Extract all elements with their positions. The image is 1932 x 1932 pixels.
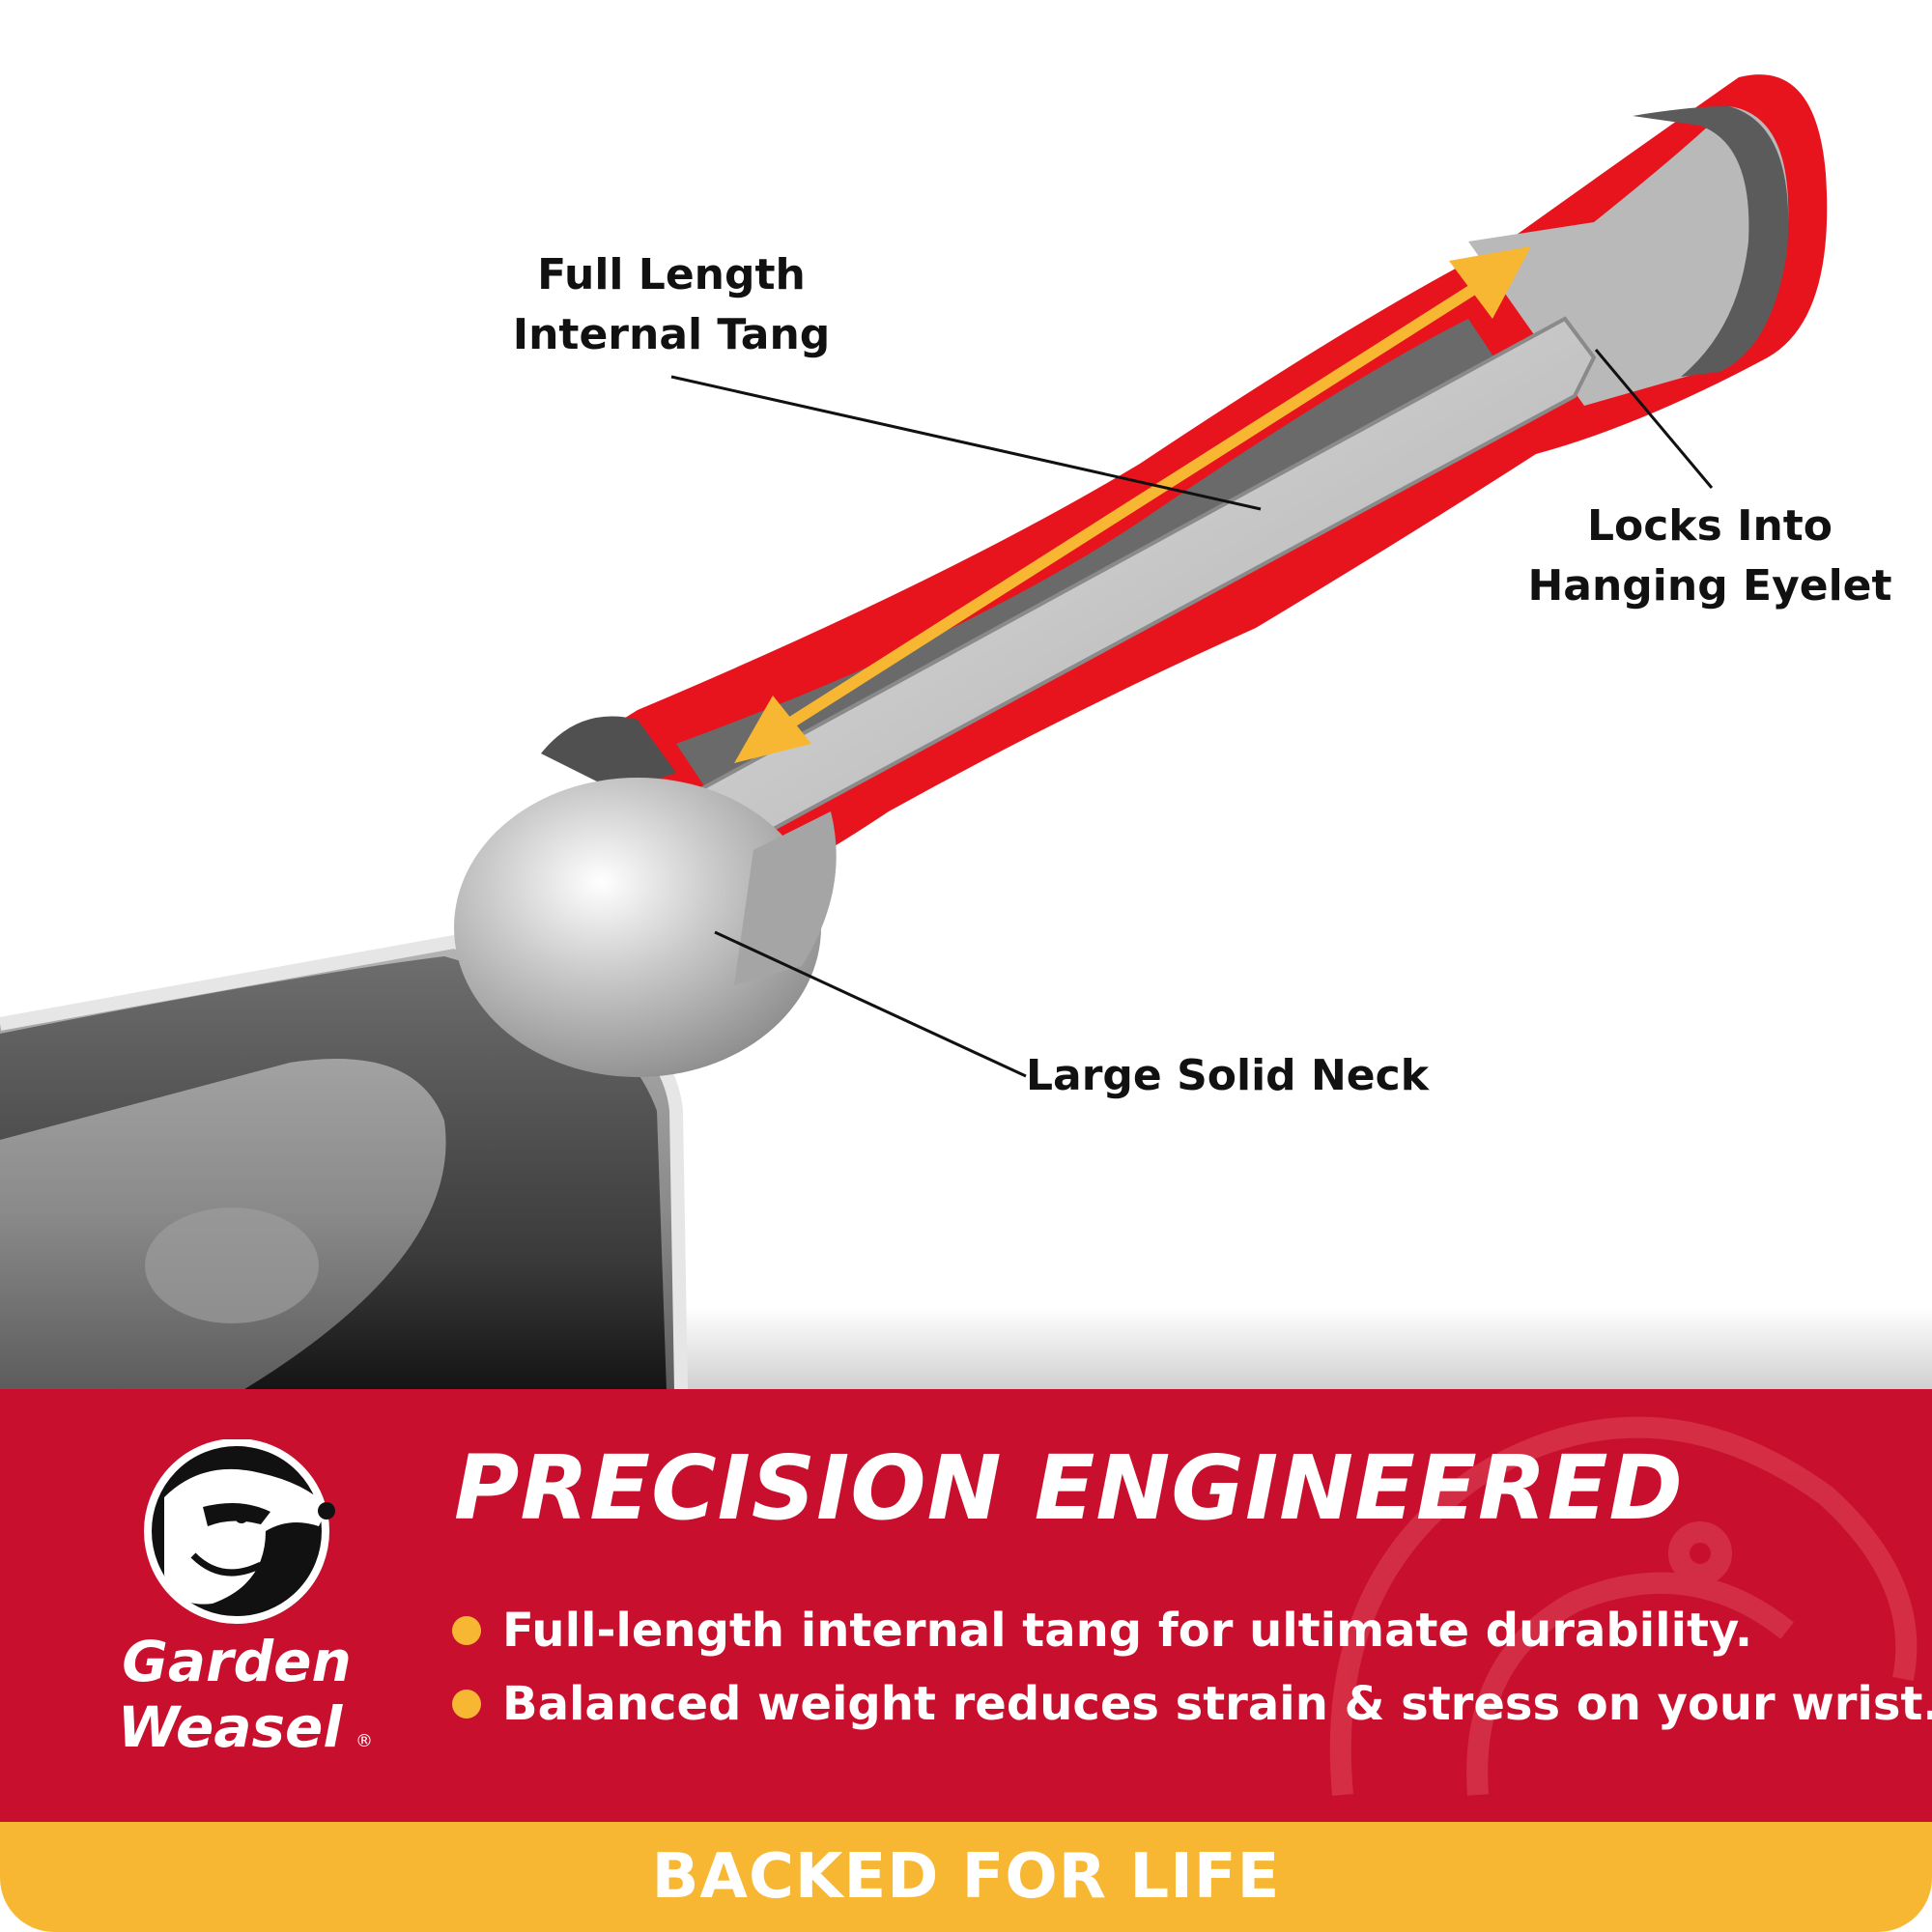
garden-weasel-logo: Garden Weasel ® — [118, 1439, 373, 1760]
logo-word-weasel: Weasel — [118, 1694, 344, 1760]
banner-headline: PRECISION ENGINEERED — [454, 1436, 1684, 1540]
product-illustration — [0, 74, 1932, 1391]
callout-solid-neck: Large Solid Neck — [1026, 1046, 1429, 1106]
internal-tang — [693, 316, 1597, 853]
weasel-watermark-icon — [1329, 1416, 1918, 1796]
callout-full-length-tang: Full Length Internal Tang — [478, 245, 865, 365]
double-arrow-icon — [734, 246, 1531, 763]
feature-banner: Garden Weasel ® PRECISION ENGINEERED Ful… — [0, 1389, 1932, 1822]
weasel-mascot-icon — [144, 1439, 335, 1624]
logo-registered-mark: ® — [355, 1731, 373, 1751]
logo-word-garden: Garden — [122, 1629, 352, 1694]
callout-eyelet-line2: Hanging Eyelet — [1527, 561, 1892, 611]
feature-bullet-text: Full-length internal tang for ultimate d… — [502, 1604, 1753, 1658]
callout-leader-lines — [670, 349, 1714, 1078]
callout-tang-line2: Internal Tang — [512, 310, 831, 359]
footer-text: BACKED FOR LIFE — [651, 1841, 1281, 1913]
footer-bar: BACKED FOR LIFE — [0, 1822, 1932, 1932]
callout-tang-line1: Full Length — [537, 250, 806, 299]
callout-hanging-eyelet: Locks Into Hanging Eyelet — [1507, 497, 1913, 616]
bullet-dot-icon — [452, 1690, 481, 1719]
feature-bullet-list: Full-length internal tang for ultimate d… — [452, 1594, 1932, 1741]
callout-neck-line1: Large Solid Neck — [1026, 1051, 1429, 1100]
feature-bullet-text: Balanced weight reduces strain & stress … — [502, 1677, 1932, 1731]
callout-eyelet-line1: Locks Into — [1586, 501, 1833, 551]
feature-bullet: Full-length internal tang for ultimate d… — [452, 1594, 1932, 1667]
feature-bullet: Balanced weight reduces strain & stress … — [452, 1667, 1932, 1741]
bullet-dot-icon — [452, 1616, 481, 1645]
solid-neck — [454, 716, 837, 1077]
